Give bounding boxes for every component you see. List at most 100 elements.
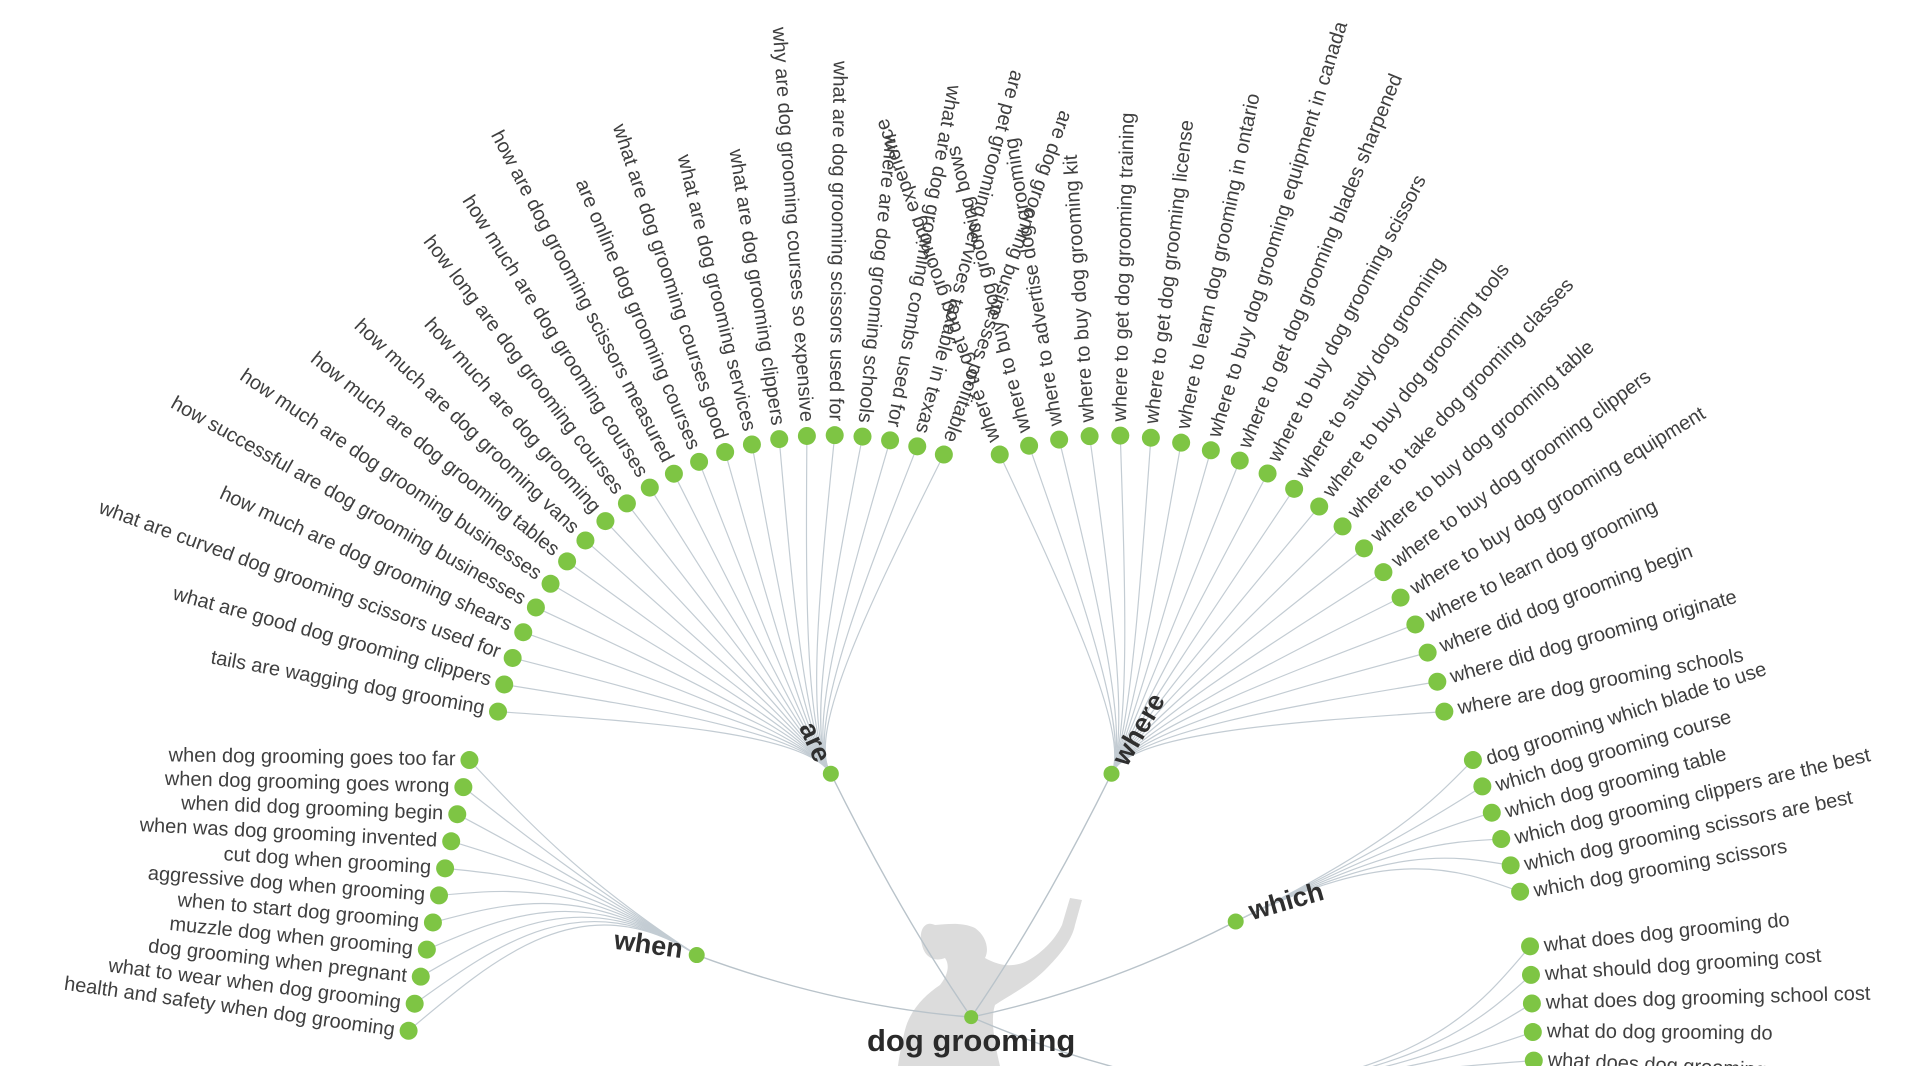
leaf-node-dot[interactable] bbox=[558, 552, 577, 571]
leaf-link bbox=[512, 657, 832, 775]
branch-link-where bbox=[970, 773, 1113, 1018]
leaf-node-dot[interactable] bbox=[430, 886, 449, 905]
leaf-node-dot[interactable] bbox=[399, 1021, 418, 1040]
leaf-node-dot[interactable] bbox=[690, 452, 709, 471]
root-node-dot[interactable] bbox=[964, 1010, 979, 1025]
leaf-node-dot[interactable] bbox=[990, 445, 1009, 464]
branch-label-where[interactable]: where bbox=[1105, 688, 1171, 771]
leaf-node-dot[interactable] bbox=[423, 913, 442, 932]
leaf-node-dot[interactable] bbox=[1020, 436, 1039, 455]
leaf-node-dot[interactable] bbox=[1435, 702, 1454, 721]
leaf-node-dot[interactable] bbox=[1374, 563, 1393, 582]
leaf-link bbox=[1110, 681, 1438, 774]
leaf-link bbox=[626, 503, 832, 775]
leaf-node-dot[interactable] bbox=[797, 426, 816, 445]
leaf-node-dot[interactable] bbox=[411, 967, 430, 986]
branch-node-when[interactable] bbox=[688, 947, 705, 964]
leaf-node-dot[interactable] bbox=[1521, 965, 1540, 984]
leaf-node-dot[interactable] bbox=[1050, 430, 1069, 449]
branch-label-which[interactable]: which bbox=[1244, 876, 1327, 926]
leaf-node-dot[interactable] bbox=[1406, 615, 1425, 634]
leaf-link bbox=[724, 451, 832, 775]
leaf-node-dot[interactable] bbox=[1521, 937, 1540, 956]
leaf-link bbox=[462, 786, 698, 956]
leaf-node-dot[interactable] bbox=[1172, 433, 1191, 452]
branch-node-are[interactable] bbox=[822, 765, 839, 782]
leaf-node-dot[interactable] bbox=[1310, 497, 1329, 516]
leaf-link bbox=[535, 606, 832, 775]
leaf-node-dot[interactable] bbox=[1492, 830, 1511, 849]
leaf-link bbox=[1110, 488, 1295, 774]
leaf-node-dot[interactable] bbox=[1473, 777, 1492, 796]
leaf-node-dot[interactable] bbox=[454, 778, 473, 797]
leaf-node-dot[interactable] bbox=[1230, 451, 1249, 470]
leaf-label-where[interactable]: where to buy dog grooming kit bbox=[1060, 154, 1099, 424]
leaf-node-dot[interactable] bbox=[1418, 643, 1437, 662]
leaf-node-dot[interactable] bbox=[908, 437, 927, 456]
leaf-node-dot[interactable] bbox=[742, 435, 761, 454]
leaf-node-dot[interactable] bbox=[526, 598, 545, 617]
leaf-node-dot[interactable] bbox=[596, 512, 615, 531]
person-silhouette-image bbox=[898, 898, 1082, 1066]
leaf-node-dot[interactable] bbox=[489, 702, 508, 721]
leaf-link bbox=[1089, 436, 1120, 774]
leaf-node-dot[interactable] bbox=[417, 940, 436, 959]
leaf-label-when[interactable]: when dog grooming goes too far bbox=[167, 744, 455, 770]
leaf-node-dot[interactable] bbox=[460, 751, 479, 770]
leaf-node-dot[interactable] bbox=[1524, 1051, 1543, 1066]
leaf-node-dot[interactable] bbox=[541, 574, 560, 593]
leaf-node-dot[interactable] bbox=[1523, 1023, 1542, 1042]
leaf-node-dot[interactable] bbox=[1511, 882, 1530, 901]
leaf-node-dot[interactable] bbox=[825, 426, 844, 445]
leaf-node-dot[interactable] bbox=[853, 427, 872, 446]
leaf-node-dot[interactable] bbox=[716, 443, 735, 462]
leaf-node-dot[interactable] bbox=[1141, 428, 1160, 447]
leaf-node-dot[interactable] bbox=[1355, 539, 1374, 558]
leaf-node-dot[interactable] bbox=[503, 648, 522, 667]
leaf-node-dot[interactable] bbox=[1258, 464, 1277, 483]
leaf-label-are[interactable]: what are dog grooming scissors used for bbox=[825, 60, 851, 422]
leaf-node-dot[interactable] bbox=[1111, 426, 1130, 445]
leaf-node-dot[interactable] bbox=[770, 430, 789, 449]
leaf-node-dot[interactable] bbox=[1522, 994, 1541, 1013]
root-label[interactable]: dog grooming bbox=[867, 1023, 1075, 1058]
leaf-node-dot[interactable] bbox=[1391, 588, 1410, 607]
branch-link-what bbox=[970, 1016, 1113, 1066]
leaf-label-what[interactable]: what does dog grooming school cost bbox=[1545, 983, 1872, 1014]
leaf-node-dot[interactable] bbox=[881, 431, 900, 450]
leaf-node-dot[interactable] bbox=[442, 832, 461, 851]
leaf-node-dot[interactable] bbox=[640, 478, 659, 497]
leaf-node-dot[interactable] bbox=[1501, 856, 1520, 875]
leaf-node-dot[interactable] bbox=[1285, 479, 1304, 498]
leaf-label-what[interactable]: what do dog grooming do bbox=[1546, 1020, 1773, 1044]
leaf-node-dot[interactable] bbox=[495, 675, 514, 694]
leaf-link bbox=[649, 487, 832, 775]
leaf-link bbox=[1371, 974, 1532, 1066]
leaf-node-dot[interactable] bbox=[405, 994, 424, 1013]
leaf-link bbox=[673, 473, 832, 775]
branch-node-which[interactable] bbox=[1227, 913, 1244, 930]
leaf-node-dot[interactable] bbox=[576, 531, 595, 550]
leaf-node-dot[interactable] bbox=[436, 859, 455, 878]
leaf-label-what[interactable]: what does dog grooming pay bbox=[1546, 1049, 1805, 1066]
leaf-link bbox=[1110, 435, 1126, 774]
leaf-node-dot[interactable] bbox=[1333, 517, 1352, 536]
leaf-node-dot[interactable] bbox=[1428, 672, 1447, 691]
leaf-link bbox=[1110, 526, 1343, 774]
leaf-node-dot[interactable] bbox=[1201, 441, 1220, 460]
leaf-link bbox=[1110, 571, 1384, 774]
leaf-node-dot[interactable] bbox=[514, 623, 533, 642]
leaf-link bbox=[1235, 838, 1502, 923]
leaf-node-dot[interactable] bbox=[1482, 803, 1501, 822]
leaf-node-dot[interactable] bbox=[1463, 751, 1482, 770]
branch-label-when[interactable]: when bbox=[611, 925, 685, 964]
leaf-node-dot[interactable] bbox=[448, 805, 467, 824]
leaf-label-where[interactable]: where to get dog grooming training bbox=[1109, 112, 1139, 423]
leaf-link bbox=[456, 813, 698, 956]
leaf-node-dot[interactable] bbox=[934, 445, 953, 464]
leaf-node-dot[interactable] bbox=[1080, 427, 1099, 446]
leaf-node-dot[interactable] bbox=[617, 494, 636, 513]
leaf-link bbox=[523, 631, 832, 775]
branch-node-where[interactable] bbox=[1103, 765, 1120, 782]
leaf-node-dot[interactable] bbox=[664, 464, 683, 483]
